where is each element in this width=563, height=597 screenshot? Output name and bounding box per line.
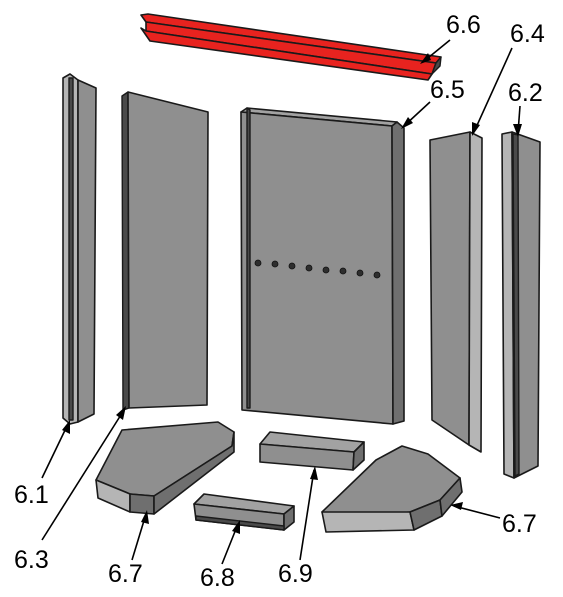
part-6-6-front-face: [145, 21, 437, 75]
part-6-3-face: [127, 91, 209, 409]
part-6-5-right-edge: [391, 121, 405, 425]
part-6-3-left-panel: [121, 91, 209, 411]
part-6-7-right-front: [321, 511, 415, 533]
leader-6-7-right: [453, 505, 501, 519]
arrowhead-6-9: [310, 466, 318, 480]
part-6-4-edge: [468, 131, 483, 453]
label-6-7-left: 6.7: [108, 560, 143, 588]
label-6-4: 6.4: [510, 20, 545, 48]
leader-6-3: [41, 409, 125, 541]
part-6-7-right-side: [439, 477, 463, 517]
arrowhead-6-7-right: [450, 502, 463, 510]
part-6-6-top-baffle: [140, 13, 442, 81]
part-6-4-right-panel: [429, 131, 483, 453]
arrowhead-6-3: [116, 406, 126, 420]
leader-lines: [41, 39, 522, 565]
arrowhead-6-2: [513, 124, 522, 137]
label-6-3: 6.3: [14, 546, 49, 574]
part-6-8-floor-bar: [193, 493, 295, 531]
part-6-8-end: [283, 505, 295, 531]
label-6-2: 6.2: [508, 79, 543, 107]
label-6-9: 6.9: [278, 560, 313, 588]
part-6-5-inner-edge: [246, 107, 251, 409]
callout-labels: 6.6 6.4 6.5 6.2 6.1 6.3 6.7 6.8 6.9 6.7: [14, 11, 545, 592]
label-6-6: 6.6: [446, 11, 481, 39]
part-6-7-left-front-2: [129, 493, 155, 515]
leader-6-1: [41, 423, 69, 479]
leader-6-9: [299, 469, 315, 561]
part-6-1-groove: [68, 77, 74, 421]
part-6-7-left-side: [153, 431, 235, 515]
part-6-7-left-floor-brick: [95, 421, 235, 515]
arrowhead-6-1: [62, 420, 70, 434]
part-6-5-hole-row: [254, 259, 381, 279]
part-6-6-end-cap: [431, 56, 442, 75]
arrowhead-6-6: [420, 53, 431, 64]
arrowhead-6-8: [232, 520, 240, 534]
part-6-1-left-side-brick: [62, 73, 97, 425]
arrowhead-6-7-left: [141, 510, 149, 524]
part-6-5-face: [240, 111, 394, 425]
label-6-5: 6.5: [430, 76, 465, 104]
arrowhead-6-4: [472, 122, 480, 136]
label-6-1: 6.1: [14, 481, 49, 509]
part-6-4-face: [429, 131, 471, 446]
part-6-1-side: [77, 79, 97, 423]
leader-6-4: [473, 47, 513, 133]
part-6-2-right-side-brick: [501, 131, 541, 479]
part-6-9-end: [352, 441, 365, 471]
part-6-2-groove: [512, 133, 520, 477]
part-6-9-floor-bar: [259, 431, 365, 471]
part-6-5-back-panel: [240, 107, 405, 425]
label-6-8: 6.8: [200, 564, 235, 592]
label-6-7-right: 6.7: [502, 510, 537, 538]
part-6-7-right-floor-brick: [321, 445, 463, 533]
arrowhead-6-5: [401, 117, 413, 129]
